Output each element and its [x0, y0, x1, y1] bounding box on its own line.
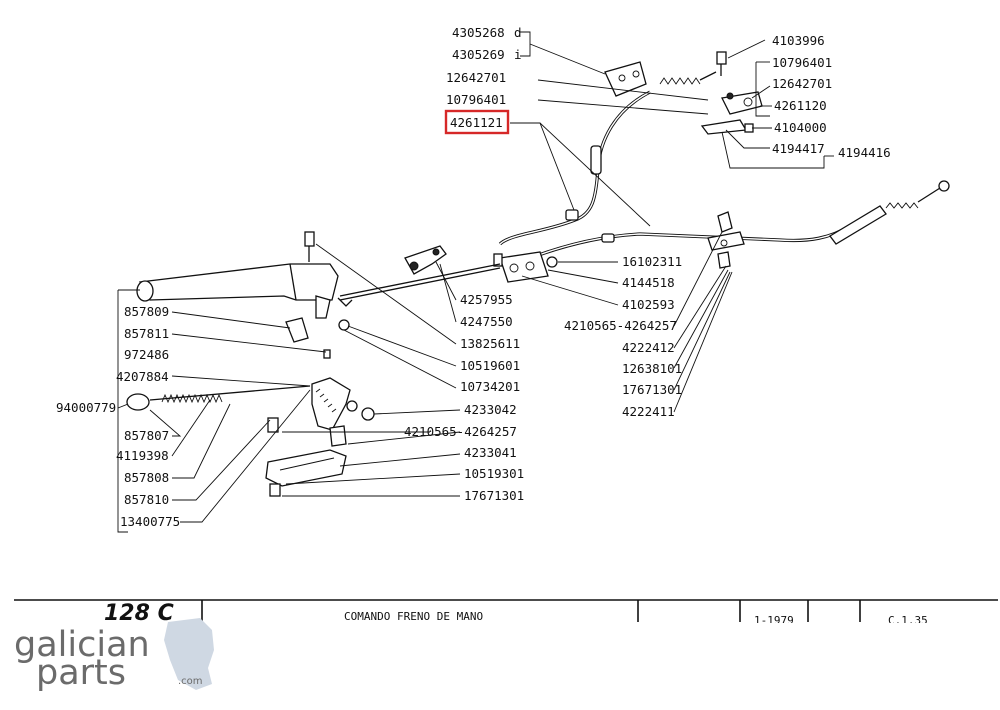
label-10734201: 10734201 — [460, 379, 520, 394]
label-10519301: 10519301 — [464, 466, 524, 481]
clip-4210565 — [329, 425, 347, 447]
label-4222412: 4222412 — [622, 340, 675, 355]
label-10796401: 10796401 — [446, 92, 506, 107]
galicianparts-logo: galician parts .com — [14, 618, 214, 693]
logo-parts: parts — [36, 653, 126, 693]
label-16102311: 16102311 — [622, 254, 682, 269]
label-4104000: 4104000 — [774, 120, 827, 135]
cable-bracket — [604, 61, 647, 97]
release-button — [126, 393, 150, 411]
label-4194417: 4194417 — [772, 141, 825, 156]
nut-4104000 — [744, 123, 754, 133]
label-94000779: 94000779 — [56, 400, 116, 415]
ratchet-quadrant — [311, 377, 351, 431]
label-857808: 857808 — [124, 470, 169, 485]
label-857811: 857811 — [124, 326, 169, 341]
label-857809: 857809 — [124, 304, 169, 319]
leader-lines — [117, 31, 834, 533]
label-10519601: 10519601 — [460, 358, 520, 373]
cable-spring-upper — [659, 77, 701, 85]
label-4305268: 4305268 — [452, 25, 505, 40]
bolt-4103996 — [716, 51, 727, 65]
label-4194416: 4194416 — [838, 145, 891, 160]
highlight-box — [444, 109, 510, 135]
label-i: i — [514, 47, 522, 62]
label-4305269: 4305269 — [452, 47, 505, 62]
mount-strap — [700, 119, 748, 135]
logo-galician: galician — [14, 625, 150, 665]
handbrake-lever — [138, 263, 339, 301]
label-4222411: 4222411 — [622, 404, 675, 419]
label-4261121: 4261121 — [450, 115, 503, 130]
title-block: 128 C COMANDO FRENO DE MANO 1-1979 C.1.3… — [14, 599, 1000, 643]
label-4233042: 4233042 — [464, 402, 517, 417]
label-4102593: 4102593 — [622, 297, 675, 312]
label-857807: 857807 — [124, 428, 169, 443]
return-spring — [161, 393, 223, 404]
pull-rod — [339, 263, 501, 297]
pawl-857809 — [285, 317, 309, 343]
cable-guide — [717, 211, 733, 233]
label-10796401-right: 10796401 — [772, 55, 832, 70]
ratchet-rod — [149, 385, 311, 401]
cover-plate — [265, 449, 347, 487]
label-4261120: 4261120 — [774, 98, 827, 113]
galicia-map-shape — [164, 618, 214, 690]
label-12642701-right: 12642701 — [772, 76, 832, 91]
label-4210565-4264257-lower: 4210565-4264257 — [404, 424, 517, 439]
label-4144518: 4144518 — [622, 275, 675, 290]
part-labels: 4305268 d 4305269 i 12642701 10796401 42… — [56, 25, 891, 529]
label-13400775: 13400775 — [120, 514, 180, 529]
label-13825611: 13825611 — [460, 336, 520, 351]
logo-dotcom: .com — [178, 676, 203, 687]
label-4257955: 4257955 — [460, 292, 513, 307]
label-4210565-4264257-right: 4210565-4264257 — [564, 318, 677, 333]
label-17671301-right: 17671301 — [622, 382, 682, 397]
label-17671301-lower: 17671301 — [464, 488, 524, 503]
label-4233041: 4233041 — [464, 445, 517, 460]
junction-block — [499, 251, 549, 283]
label-d: d — [514, 25, 522, 40]
label-12638101: 12638101 — [622, 361, 682, 376]
brake-cable-left — [498, 90, 651, 246]
label-4119398: 4119398 — [116, 448, 169, 463]
label-4103996: 4103996 — [772, 33, 825, 48]
label-972486: 972486 — [124, 347, 169, 362]
label-4247550: 4247550 — [460, 314, 513, 329]
label-857810: 857810 — [124, 492, 169, 507]
diagram-title: COMANDO FRENO DE MANO — [344, 610, 483, 623]
label-4207884: 4207884 — [116, 369, 169, 384]
label-12642701: 12642701 — [446, 70, 506, 85]
model-code: 128 C — [104, 601, 174, 626]
drawing — [126, 51, 950, 497]
